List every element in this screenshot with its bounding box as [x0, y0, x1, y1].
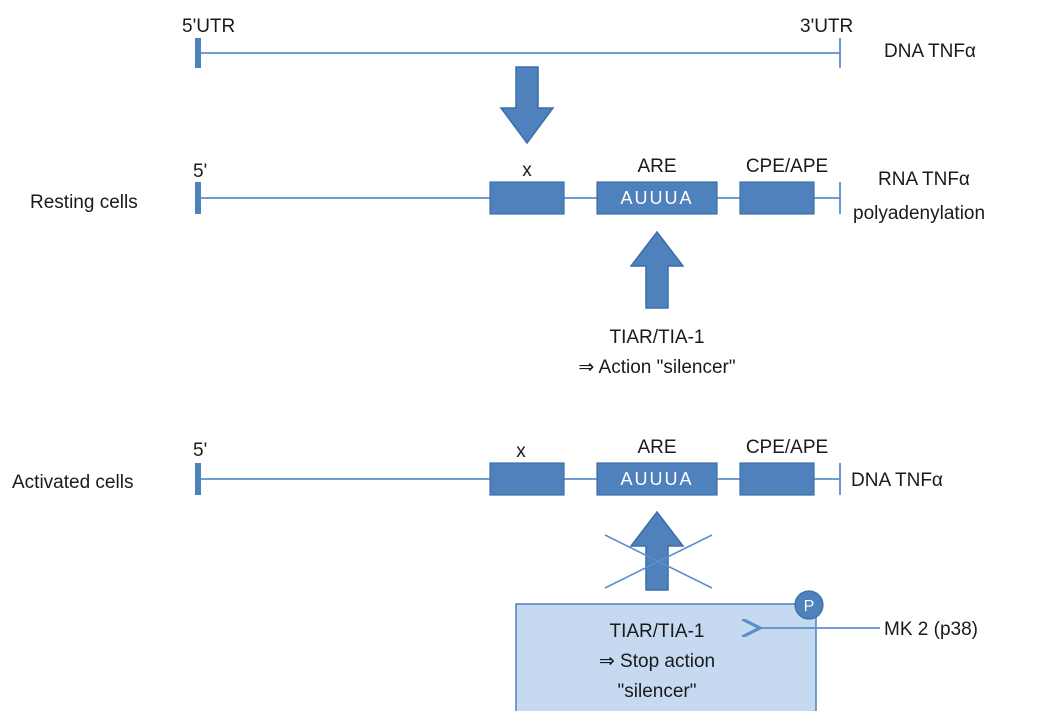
- activated-5-prime-label: 5': [193, 440, 207, 461]
- resting-5-prime-cap: [195, 182, 201, 214]
- cross-out-mark: [604, 534, 713, 589]
- dna-name-label: DNA TNFα: [884, 41, 976, 62]
- activated-binder-silencer: "silencer": [618, 681, 697, 702]
- resting-cpe-box: [739, 181, 815, 215]
- activated-x-box: [489, 462, 565, 496]
- activated-row: Activated cells 5' x ARE AUUUA CPE/APE D…: [12, 437, 943, 496]
- resting-row: Resting cells 5' x ARE AUUUA CPE/APE RNA…: [30, 156, 985, 224]
- binder-phosphorylated-panel: [515, 603, 817, 711]
- activated-x-label: x: [516, 441, 526, 462]
- resting-are-box: [596, 181, 718, 215]
- resting-rna-name-label: RNA TNFα: [878, 169, 970, 190]
- activated-cpe-box: [739, 462, 815, 496]
- activated-are-sequence: AUUUA: [620, 469, 693, 489]
- dna-5-prime-cap: [195, 38, 201, 68]
- phosphate-badge-label: P: [804, 598, 815, 615]
- cross-out-stroke-2: [604, 534, 713, 589]
- activated-binder-name: TIAR/TIA-1: [609, 621, 704, 642]
- activated-are-box: [596, 462, 718, 496]
- resting-x-box: [489, 181, 565, 215]
- dna-3-utr-label: 3'UTR: [800, 16, 853, 37]
- resting-cpe-label: CPE/APE: [746, 156, 828, 177]
- resting-are-sequence: AUUUA: [620, 188, 693, 208]
- activated-cpe-label: CPE/APE: [746, 437, 828, 458]
- activated-are-label: ARE: [637, 437, 676, 458]
- resting-binder-action: ⇒ Action "silencer": [578, 357, 735, 378]
- resting-5-prime-label: 5': [193, 161, 207, 182]
- activated-row-label: Activated cells: [12, 472, 133, 493]
- transcription-down-arrow: [499, 66, 555, 145]
- resting-binder-name: TIAR/TIA-1: [609, 327, 704, 348]
- phosphate-badge: [794, 590, 824, 620]
- dna-5-utr-label: 5'UTR: [182, 16, 235, 37]
- activated-5-prime-cap: [195, 463, 201, 495]
- kinase-label: MK 2 (p38): [884, 619, 978, 640]
- resting-row-label: Resting cells: [30, 192, 138, 213]
- activated-binder-action: ⇒ Stop action: [599, 651, 715, 672]
- resting-are-label: ARE: [637, 156, 676, 177]
- activated-dna-name-label: DNA TNFα: [851, 470, 943, 491]
- silencer-up-arrow: [629, 230, 685, 309]
- resting-x-label: x: [522, 160, 532, 181]
- blocked-up-arrow: [629, 510, 685, 591]
- dna-row: 5'UTR 3'UTR DNA TNFα: [182, 16, 976, 68]
- resting-polyadenylation-label: polyadenylation: [853, 203, 985, 224]
